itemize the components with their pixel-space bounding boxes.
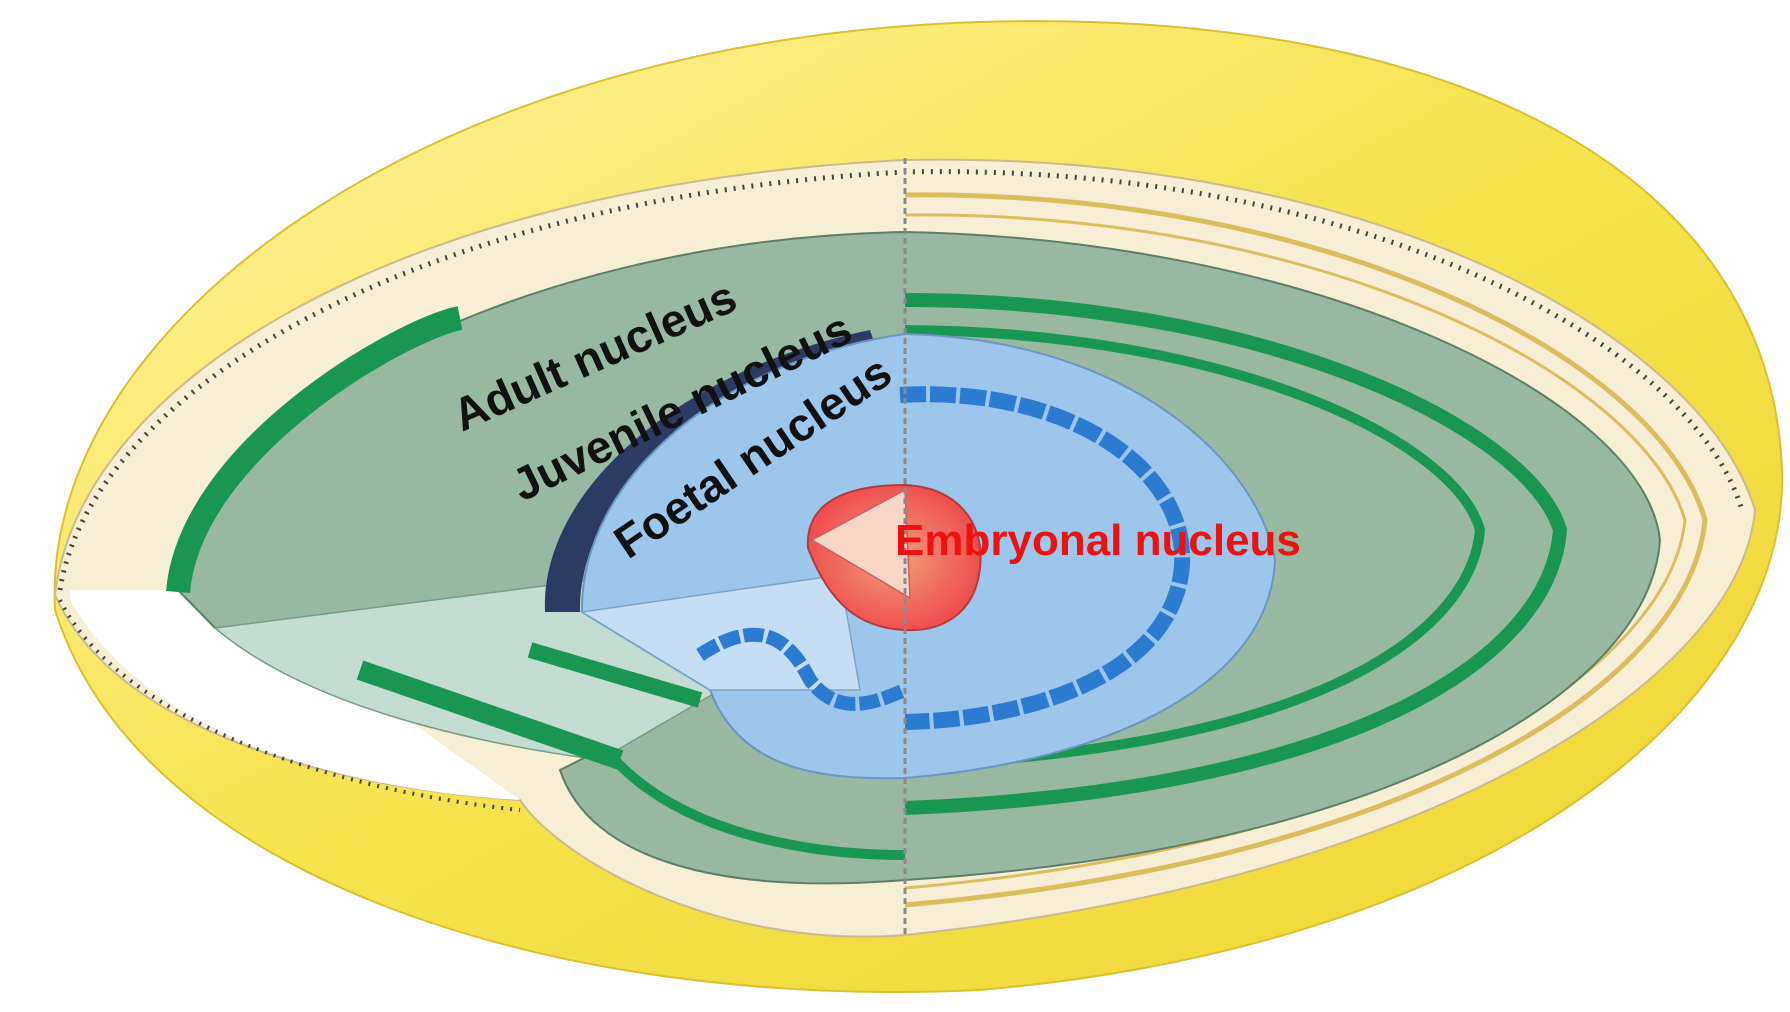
label-embryonal-nucleus: Embryonal nucleus [895, 516, 1301, 565]
